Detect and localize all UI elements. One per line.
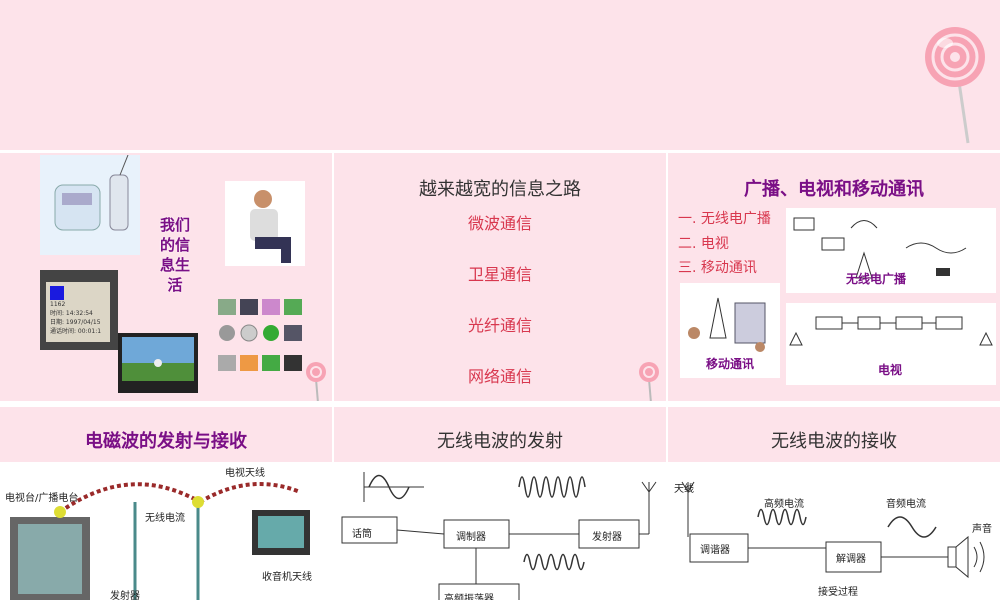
mic-label: 话筒 [352,529,372,540]
slide-title: 无线电波的发射 [437,431,563,452]
computer-icons-grid [214,293,306,383]
slide-info-road[interactable]: 越来越宽的信息之路 微波通信 卫星通信 光纤通信 网络通信 [334,153,666,401]
item-satellite: 卫星通信 [467,265,532,284]
transmit-diagram: 话筒 调制器 发射器 高频振荡器 [334,462,666,600]
slide-transmit[interactable]: 无线电波的发射 话筒 调制器 发射器 高频振荡器 [334,407,666,600]
item-microwave: 微波通信 [467,214,532,233]
vertical-line-3: 息生 [159,256,190,274]
item-network: 网络通信 [467,367,532,386]
slide-title: 无线电波的接收 [771,431,897,452]
lollipop-icon [306,362,326,401]
man-on-phone-photo [225,181,305,266]
radio-caption: 无线电广播 [846,272,907,286]
sound-label: 声音 [972,524,992,535]
list-mobile: 三. 移动通讯 [678,260,757,276]
screen-line: 时间: 14:32:54 [50,310,93,317]
em-wave-illustration: 电视台/广播电台 无线电流 电视天线 发射器 收音机天线 [0,462,332,600]
list-radio: 一. 无线电广播 [678,211,771,227]
radio-antenna-label: 收音机天线 [262,572,312,583]
lollipop-icon [639,362,659,401]
phone-screen-photo: 1162 时间: 14:32:54 日期: 1997/04/15 通话时间: 0… [40,270,118,350]
tv-caption: 电视 [878,363,903,377]
modulator-label: 调制器 [456,532,486,543]
tuner-label: 调谐器 [700,545,730,556]
vertical-line-1: 我们 [159,216,190,234]
hf-current-label: 高频电流 [764,499,804,510]
process-label: 接受过程 [818,587,858,598]
screen-line: 通话时间: 00:01:1 [50,328,102,335]
lollipop-icon [925,27,985,144]
screen-line: 1162 [50,301,66,308]
transmitter-label: 发射器 [592,532,622,543]
antenna-label: 天线 [674,484,694,495]
slide-title: 电磁波的发射与接收 [85,431,247,452]
slide-title: 越来越宽的信息之路 [419,179,581,200]
vertical-line-2: 的信 [159,236,190,254]
slide-em-wave[interactable]: 电磁波的发射与接收 电视台/广播电台 无线电流 电视天线 发射器 收音机天线 [0,407,332,600]
tv-photo [118,333,198,393]
demodulator-label: 解调器 [836,554,866,565]
mobile-caption: 移动通讯 [706,357,755,371]
tv-diagram: 电视 [786,303,996,385]
af-current-label: 音频电流 [886,499,926,510]
mobile-diagram: 移动通讯 [680,283,780,378]
phone-photo [40,154,140,255]
header-band [0,0,1000,150]
item-fiber: 光纤通信 [467,316,532,335]
antenna-current-label: 无线电流 [145,513,185,524]
oscillator-label: 高频振荡器 [444,594,494,600]
transmitter-label: 发射器 [110,591,140,600]
our-info-life-text: 我们 的信 息生 活 [155,215,195,295]
slide-broadcast-tv-mobile[interactable]: 广播、电视和移动通讯 一. 无线电广播 二. 电视 三. 移动通讯 无线电广播 … [668,153,1000,401]
list-tv: 二. 电视 [678,236,729,252]
receive-diagram: 天线 高频电流 音频电流 调谐器 解调器 声音 接受过程 [668,462,1000,600]
slide-our-info-life[interactable]: 我们 的信 息生 活 1162 时间: 14:32:54 日期: 1997/04… [0,153,332,401]
screen-line: 日期: 1997/04/15 [50,319,101,326]
slide-receive[interactable]: 无线电波的接收 天线 高频电流 音频电流 调谐器 解调器 声音 接受过程 [668,407,1000,600]
slide-title: 广播、电视和移动通讯 [744,179,924,200]
vertical-line-4: 活 [167,276,183,294]
radio-diagram: 无线电广播 [786,208,996,293]
tv-antenna-label: 电视天线 [225,468,265,479]
station-label: 电视台/广播电台 [5,493,79,504]
